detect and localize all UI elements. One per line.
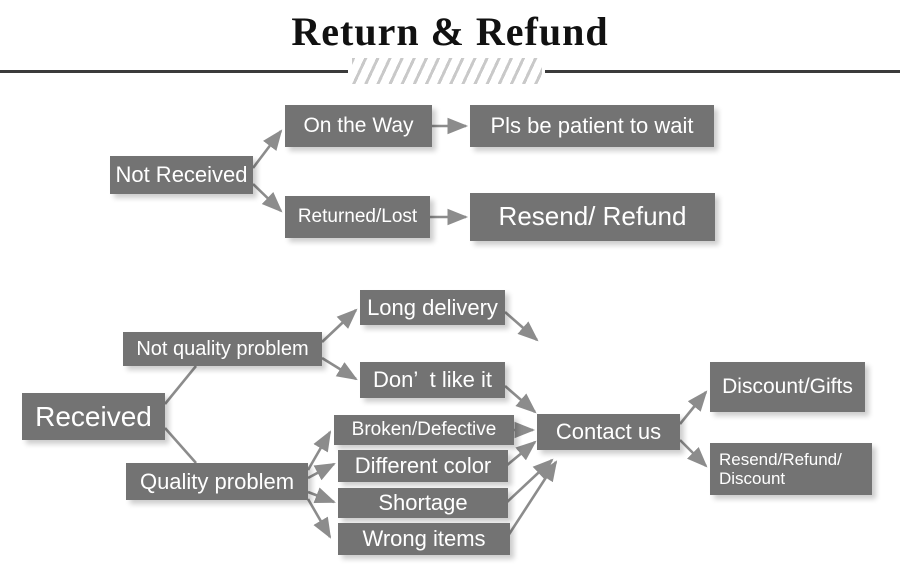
node-shortage[interactable]: Shortage [338, 488, 508, 518]
divider-rule-right [545, 70, 900, 73]
node-broken-defective[interactable]: Broken/Defective [334, 415, 514, 445]
node-not-received[interactable]: Not Received [110, 156, 253, 194]
divider-rule-right-accent [760, 70, 900, 73]
divider-rule-left [0, 70, 348, 73]
node-contact-us[interactable]: Contact us [537, 414, 680, 450]
node-on-the-way[interactable]: On the Way [285, 105, 432, 147]
node-discount-gifts[interactable]: Discount/Gifts [710, 362, 865, 412]
node-long-delivery[interactable]: Long delivery [360, 290, 505, 325]
node-returned-lost[interactable]: Returned/Lost [285, 196, 430, 238]
node-resend-refund-discount[interactable]: Resend/Refund/ Discount [710, 443, 872, 495]
page-title: Return & Refund [291, 9, 609, 54]
node-resend-refund[interactable]: Resend/ Refund [470, 193, 715, 241]
node-quality-problem[interactable]: Quality problem [126, 463, 308, 500]
node-not-quality-problem[interactable]: Not quality problem [123, 332, 322, 366]
node-different-color[interactable]: Different color [338, 450, 508, 482]
node-dont-like-it[interactable]: Don’ t like it [360, 362, 505, 398]
node-wrong-items[interactable]: Wrong items [338, 523, 510, 555]
diagonal-hatch-divider-icon [352, 58, 542, 84]
node-pls-be-patient-to-wait[interactable]: Pls be patient to wait [470, 105, 714, 147]
node-received[interactable]: Received [22, 393, 165, 440]
